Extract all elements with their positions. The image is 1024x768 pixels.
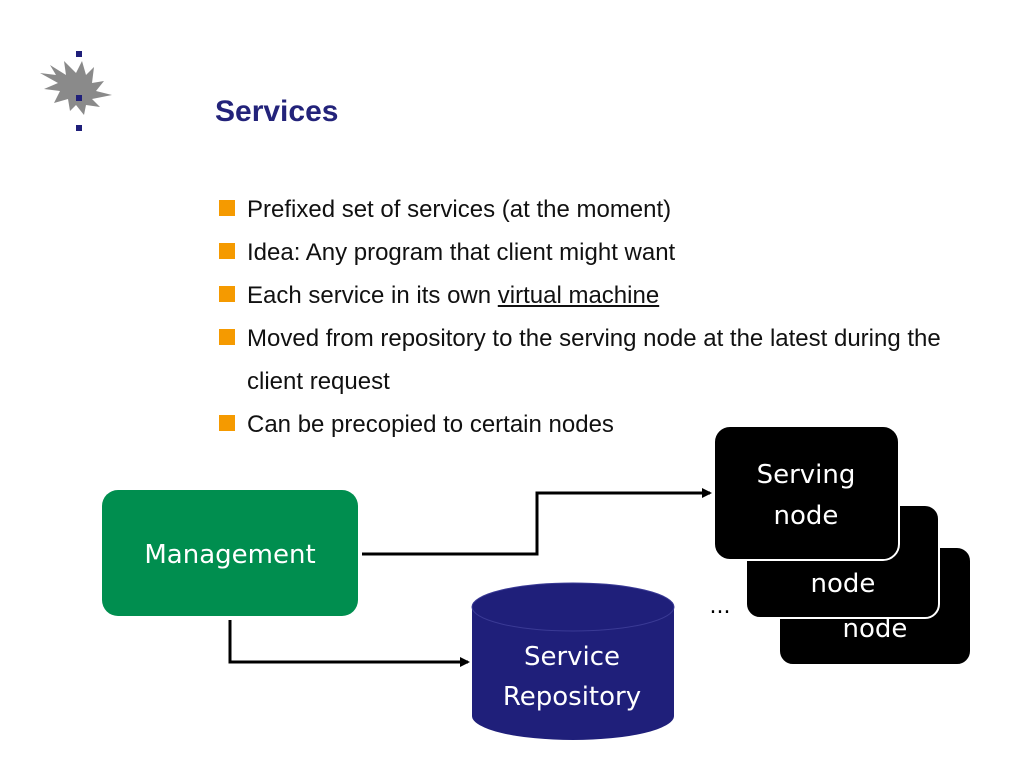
bullet-text: Prefixed set of services (at the moment) xyxy=(247,196,672,223)
more-nodes-ellipsis: ... xyxy=(710,594,731,619)
service-repository-cylinder: Service Repository xyxy=(471,582,675,740)
arrow-management-to-serving-node xyxy=(362,488,712,556)
bullet-text: Can be precopied to certain nodes xyxy=(247,411,614,438)
virtual-machine-link[interactable]: virtual machine xyxy=(497,282,660,309)
bullet-square-icon xyxy=(219,415,235,431)
bullet-item: Each service in its own virtual machine xyxy=(215,274,975,317)
repository-label-line1: Service xyxy=(524,642,620,672)
slide-title: Services xyxy=(215,95,339,128)
bullet-item: Moved from repository to the serving nod… xyxy=(215,317,975,403)
bullet-square-icon xyxy=(219,200,235,216)
bullet-text: Moved from repository to the serving nod… xyxy=(247,325,941,395)
bullet-text: Idea: Any program that client might want xyxy=(247,239,676,266)
bullet-square-icon xyxy=(219,329,235,345)
serving-node-label-line1: Serving xyxy=(757,460,856,490)
node-middle-label: node xyxy=(811,569,876,599)
bullet-square-icon xyxy=(219,243,235,259)
bullet-square-icon xyxy=(219,286,235,302)
repository-label-line2: Repository xyxy=(503,682,641,712)
bullet-item: Can be precopied to certain nodes xyxy=(215,403,975,446)
management-box: Management xyxy=(102,490,358,616)
management-label: Management xyxy=(144,540,315,570)
university-logo-icon xyxy=(40,51,112,131)
serving-node-label-line2: node xyxy=(774,501,839,531)
bullet-item: Idea: Any program that client might want xyxy=(215,231,975,274)
serving-node: Serving node xyxy=(713,425,900,561)
bullet-item: Prefixed set of services (at the moment) xyxy=(215,188,975,231)
bullet-list: Prefixed set of services (at the moment)… xyxy=(215,188,975,446)
bullet-text: Each service in its own xyxy=(247,282,498,309)
arrow-management-to-repository xyxy=(228,620,470,667)
